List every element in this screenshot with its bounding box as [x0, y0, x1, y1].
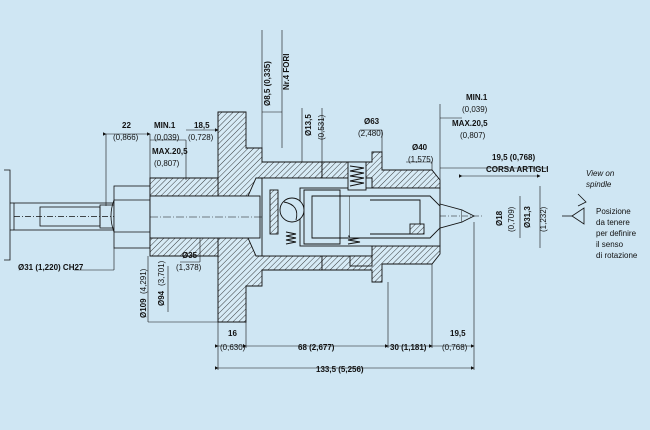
- dim-d35-in: (1,378): [176, 263, 202, 272]
- dim-d109-in: (4,291): [139, 268, 148, 294]
- pos-line4: il senso: [596, 240, 624, 249]
- pos-line3: per definire: [596, 229, 637, 238]
- dim-d35: Ø35: [182, 251, 198, 260]
- dim-d313: Ø31,3: [523, 206, 532, 228]
- dim-16: 16: [228, 329, 237, 338]
- dim-max205-right: MAX.20,5: [452, 119, 488, 128]
- dim-d135-in: (0,531): [317, 114, 326, 140]
- dim-max205-right-in: (0,807): [460, 131, 486, 140]
- dim-corsa: 19,5 (0,768): [492, 153, 535, 162]
- dim-d31: Ø31 (1,220) CH27: [18, 263, 84, 272]
- left-stud: [4, 169, 121, 261]
- dim-30: 30 (1,181): [390, 343, 427, 352]
- dim-d40-in: (1,575): [408, 155, 434, 164]
- dim-195: 19,5: [450, 329, 466, 338]
- dim-22-in: (0,866): [113, 133, 139, 142]
- dim-min1: MIN.1: [154, 121, 176, 130]
- view-note: View on spindle Posizione da tenere per …: [586, 169, 638, 260]
- dim-min1-right: MIN.1: [466, 93, 488, 102]
- dimension-lines: [74, 30, 548, 370]
- dim-185: 18,5: [194, 121, 210, 130]
- dim-1335: 133,5 (5,256): [316, 365, 364, 374]
- pos-line5: di rotazione: [596, 251, 638, 260]
- dim-16-in: (0,630): [220, 343, 246, 352]
- dim-d85: Ø8,5 (0,335): [263, 61, 272, 106]
- dim-max205: MAX.20,5: [152, 147, 188, 156]
- dim-d40: Ø40: [412, 143, 428, 152]
- spring-left: [285, 231, 297, 245]
- spindle-tip: [439, 203, 482, 229]
- dim-corsa-label: CORSA ARTIGLI: [486, 165, 549, 174]
- dim-max205-in: (0,807): [154, 159, 180, 168]
- dim-d313-in: (1,232): [539, 206, 548, 232]
- pos-line2: da tenere: [596, 218, 630, 227]
- dim-d135: Ø13,5: [304, 114, 313, 136]
- view-line1: View on: [586, 169, 615, 178]
- spring-top: [347, 161, 367, 191]
- dim-d109: Ø109: [139, 298, 148, 318]
- dim-185-in: (0,728): [188, 133, 214, 142]
- dim-d94: Ø94: [157, 290, 166, 306]
- housing: [261, 151, 441, 283]
- dim-d63-in: (2,480): [358, 129, 384, 138]
- view-arrow-icon: [562, 193, 587, 225]
- dim-195-in: (0,768): [442, 343, 468, 352]
- pos-line1: Posizione: [596, 207, 631, 216]
- dim-d18: Ø18: [495, 210, 504, 226]
- dim-22: 22: [122, 121, 131, 130]
- view-line2: spindle: [586, 180, 612, 189]
- dimension-labels: 22 (0,866) MIN.1 (0,039) MAX.20,5 (0,807…: [18, 54, 549, 374]
- dim-nr4fori: Nr.4 FORI: [282, 54, 291, 90]
- dim-d94-in: (3,701): [157, 260, 166, 286]
- dim-min1-in: (0,039): [154, 133, 180, 142]
- dim-d63: Ø63: [364, 117, 380, 126]
- dim-68: 68 (2,677): [298, 343, 335, 352]
- flange-body: [149, 111, 330, 323]
- dim-d18-in: (0,709): [507, 206, 516, 232]
- dim-min1-right-in: (0,039): [462, 105, 488, 114]
- hex-nut: [110, 185, 151, 249]
